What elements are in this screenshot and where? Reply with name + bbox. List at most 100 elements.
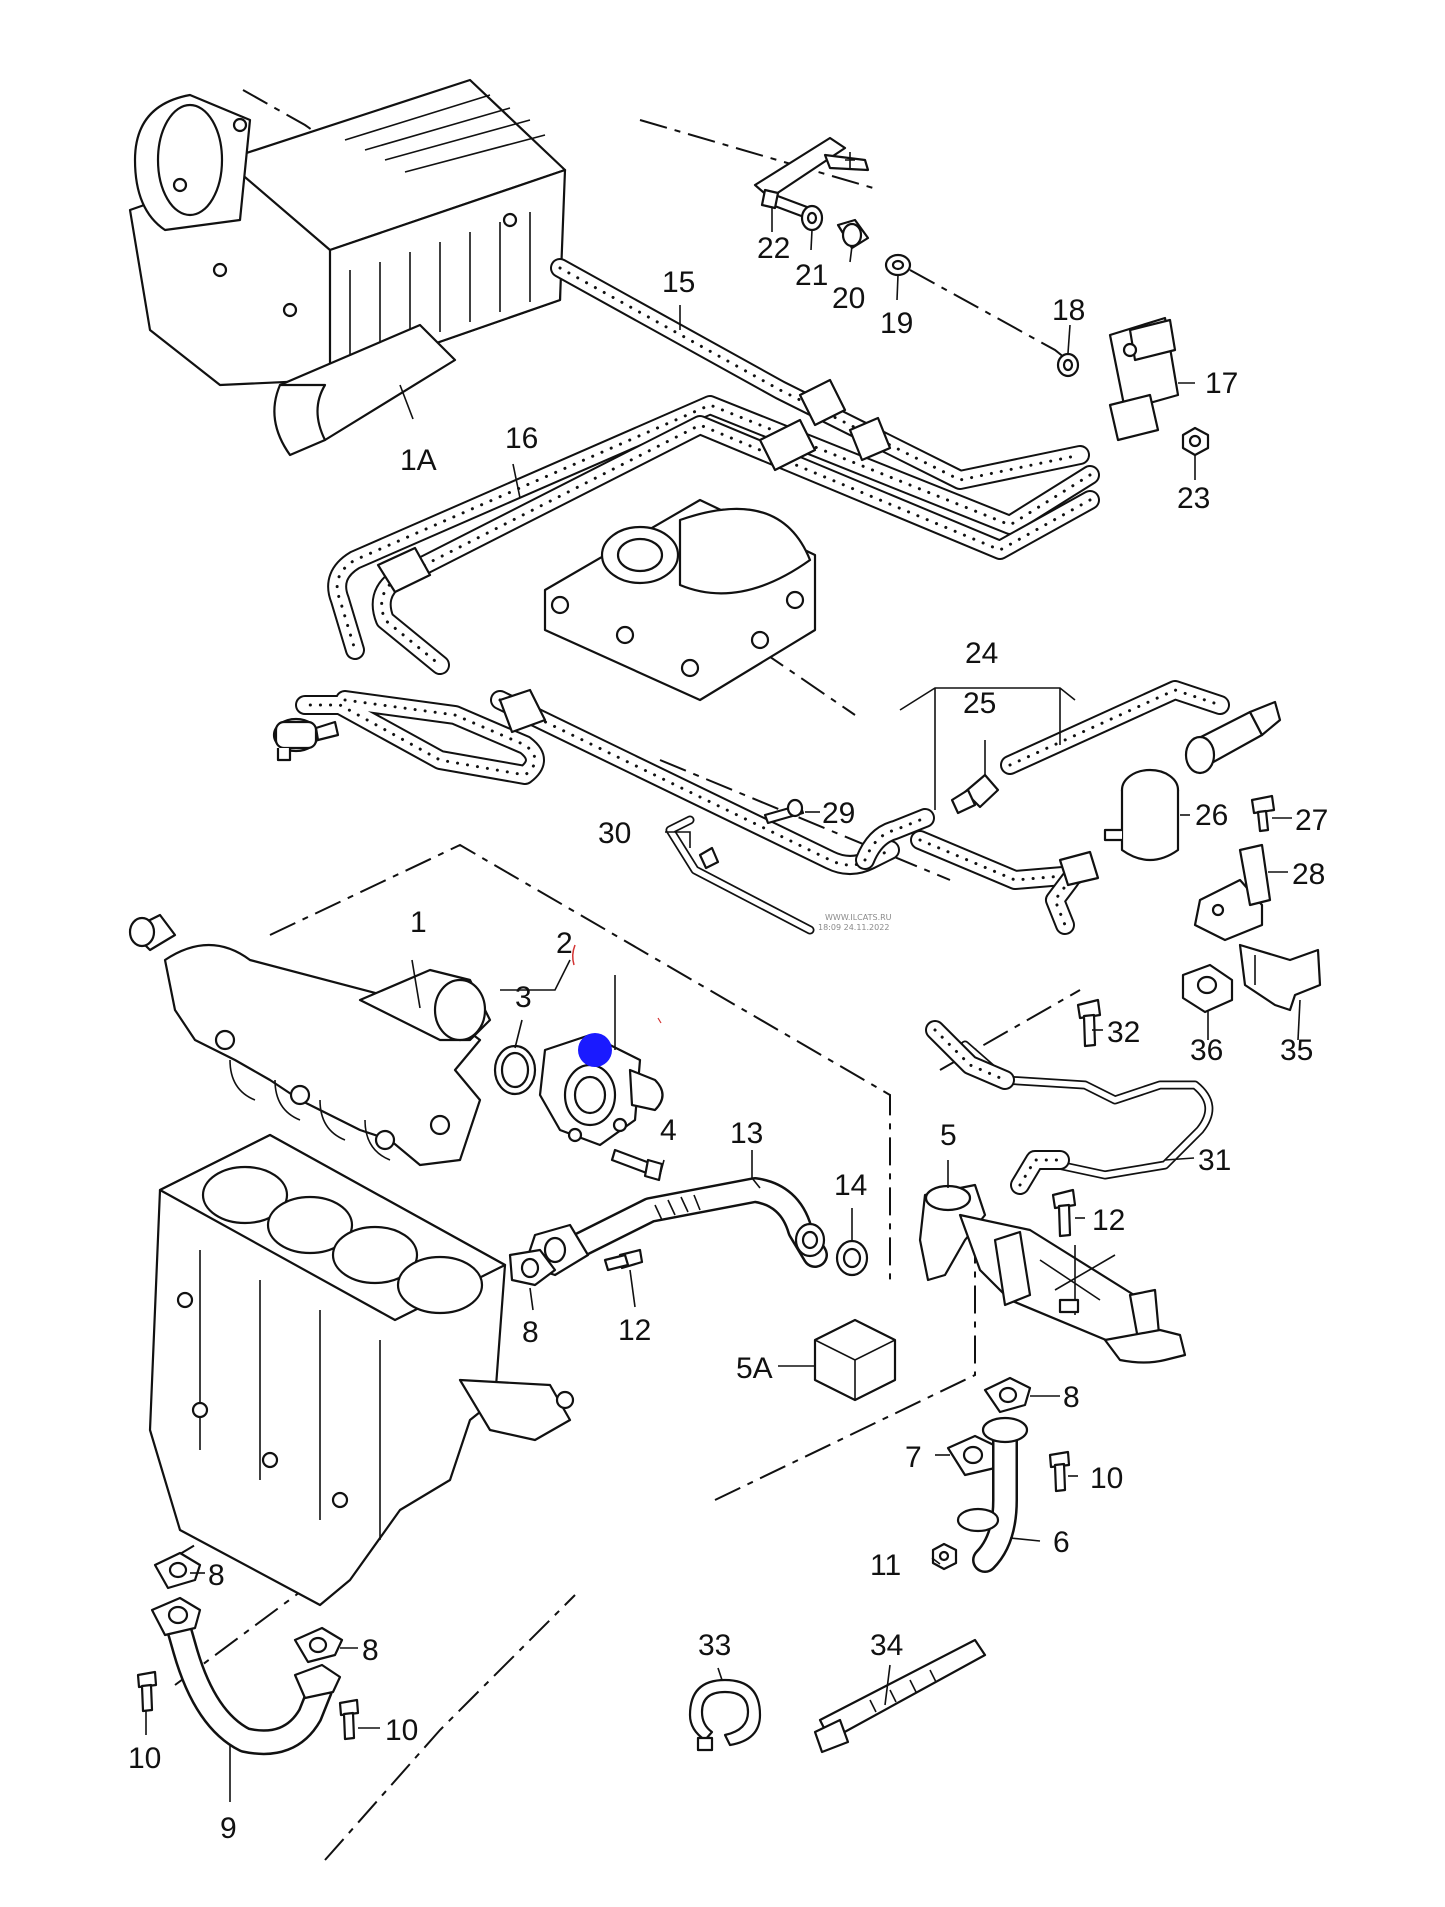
retainer-36[interactable] (1181, 963, 1234, 1014)
bracket-28[interactable] (1193, 843, 1272, 942)
bolt-10-lower[interactable] (338, 1698, 360, 1741)
gasket-7[interactable] (946, 1434, 1002, 1477)
callout-25[interactable]: 25 (963, 687, 996, 720)
callout-1[interactable]: 1 (410, 906, 427, 939)
bolt-10-right[interactable] (1048, 1450, 1071, 1493)
callout-24[interactable]: 24 (965, 637, 998, 670)
callout-13[interactable]: 13 (730, 1117, 763, 1150)
air-filter-housing[interactable] (128, 78, 567, 457)
nut-23[interactable] (1181, 426, 1210, 457)
callout-17[interactable]: 17 (1205, 367, 1238, 400)
bolt-10-left[interactable] (136, 1670, 158, 1713)
watermark: WWW.ILCATS.RU 18:09 24.11.2022 (818, 913, 892, 932)
callout-3[interactable]: 3 (515, 981, 532, 1014)
vacuum-valve-26[interactable] (1103, 768, 1180, 861)
watermark-site: WWW.ILCATS.RU (825, 913, 892, 922)
washer-21[interactable] (800, 204, 824, 232)
callout-20[interactable]: 20 (832, 282, 865, 315)
callout-9[interactable]: 9 (220, 1812, 237, 1845)
callout-5[interactable]: 5 (940, 1119, 957, 1152)
bolt-27[interactable] (1250, 794, 1276, 833)
callout-10-left[interactable]: 10 (128, 1742, 161, 1775)
egr-pipe-9[interactable] (150, 1596, 342, 1756)
callout-27[interactable]: 27 (1295, 804, 1328, 837)
egr-pipe-13[interactable] (523, 1177, 828, 1277)
pressure-converter-left[interactable] (272, 717, 340, 762)
solenoid-valve-17[interactable] (1108, 316, 1180, 442)
gasket-8-left[interactable] (153, 1551, 202, 1590)
callout-32[interactable]: 32 (1107, 1016, 1140, 1049)
seal-14[interactable] (794, 1222, 869, 1277)
callout-15[interactable]: 15 (662, 266, 695, 299)
nut-11[interactable] (931, 1542, 958, 1571)
callout-8-lower[interactable]: 8 (362, 1634, 379, 1667)
egr-pipe-6[interactable] (956, 1416, 1029, 1573)
vacuum-line-30[interactable] (665, 815, 815, 935)
callout-26[interactable]: 26 (1195, 799, 1228, 832)
grommet-20[interactable] (836, 218, 870, 250)
callout-12-upper[interactable]: 12 (1092, 1204, 1125, 1237)
callout-29[interactable]: 29 (822, 797, 855, 830)
callout-6[interactable]: 6 (1053, 1526, 1070, 1559)
callout-28[interactable]: 28 (1292, 858, 1325, 891)
vacuum-line-31[interactable] (925, 1020, 1214, 1195)
callout-31[interactable]: 31 (1198, 1144, 1231, 1177)
cable-tie-34[interactable] (813, 1638, 987, 1754)
vacuum-pump[interactable] (543, 498, 817, 702)
callout-4[interactable]: 4 (660, 1114, 677, 1147)
bolt-12-lower[interactable] (603, 1248, 644, 1272)
callout-labels: 1A 1 2 3 4 5 5A 6 7 8 8 8 8 9 10 10 10 1… (128, 232, 1328, 1845)
heat-shield-5a[interactable] (813, 1318, 897, 1402)
hose-connector-25[interactable] (950, 773, 1000, 815)
bolt-12-upper[interactable] (1051, 1188, 1077, 1238)
callout-7[interactable]: 7 (905, 1441, 922, 1474)
bracket-35[interactable] (1238, 943, 1322, 1012)
cylinder-head-block[interactable] (148, 1133, 575, 1607)
callout-22[interactable]: 22 (757, 232, 790, 265)
callout-35[interactable]: 35 (1280, 1034, 1313, 1067)
gasket-8-right[interactable] (983, 1376, 1032, 1414)
callout-18[interactable]: 18 (1052, 294, 1085, 327)
callout-19[interactable]: 19 (880, 307, 913, 340)
vacuum-hose-16[interactable] (295, 378, 1100, 875)
hose-clamp-33[interactable] (688, 1678, 762, 1752)
callout-8-right[interactable]: 8 (1063, 1381, 1080, 1414)
callout-1a[interactable]: 1A (400, 444, 437, 477)
selected-part-marker[interactable] (578, 1033, 612, 1067)
watermark-timestamp: 18:09 24.11.2022 (818, 923, 889, 932)
callout-10-lower[interactable]: 10 (385, 1714, 418, 1747)
solenoid-bracket[interactable] (753, 136, 870, 200)
gasket-8-upper[interactable] (508, 1248, 557, 1287)
gasket-8-lower[interactable] (293, 1626, 344, 1664)
callout-23[interactable]: 23 (1177, 482, 1210, 515)
bolt-32[interactable] (1076, 998, 1102, 1048)
bolt-4[interactable] (610, 1148, 664, 1182)
callout-2[interactable]: 2 (556, 927, 573, 960)
callout-21[interactable]: 21 (795, 259, 828, 292)
callout-33[interactable]: 33 (698, 1629, 731, 1662)
callout-16[interactable]: 16 (505, 422, 538, 455)
callout-11[interactable]: 11 (870, 1549, 901, 1582)
pressure-converter-connector[interactable] (1184, 700, 1282, 775)
throttle-body-2[interactable] (538, 1033, 664, 1147)
intake-manifold-1[interactable] (128, 913, 492, 1167)
callout-14[interactable]: 14 (834, 1169, 867, 1202)
callout-5a[interactable]: 5A (736, 1352, 773, 1385)
bolt-29[interactable] (763, 798, 805, 825)
o-ring-3[interactable] (493, 1044, 537, 1096)
callout-8-upper[interactable]: 8 (522, 1316, 539, 1349)
callout-10-right[interactable]: 10 (1090, 1462, 1123, 1495)
vacuum-hose-24[interactable] (855, 680, 1230, 935)
accent-tick-small (657, 1017, 662, 1024)
washer-19[interactable] (884, 253, 912, 277)
grommet-18[interactable] (1056, 352, 1080, 378)
callout-36[interactable]: 36 (1190, 1034, 1223, 1067)
egr-cooler-5[interactable] (918, 1183, 1187, 1364)
highlight-markers (571, 944, 662, 1067)
callout-8-left[interactable]: 8 (208, 1559, 225, 1592)
callout-34[interactable]: 34 (870, 1629, 903, 1662)
callout-12-lower[interactable]: 12 (618, 1314, 651, 1347)
leader-lines (145, 208, 1301, 1802)
callout-30[interactable]: 30 (598, 817, 631, 850)
